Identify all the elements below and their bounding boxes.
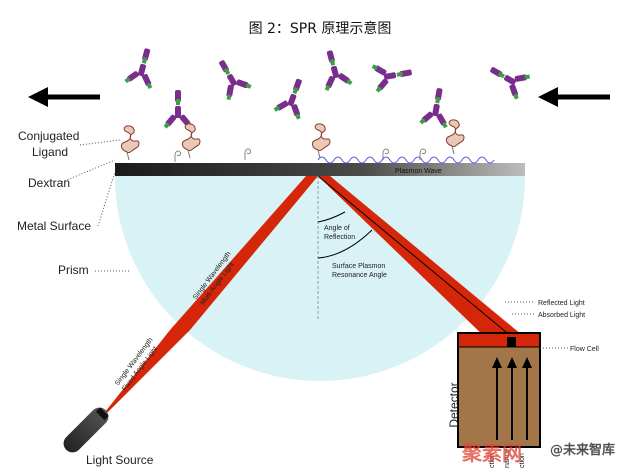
analyte-antibody-icon bbox=[314, 46, 355, 93]
absorbed-light-label: Absorbed Light bbox=[538, 312, 585, 319]
detector-label: Detector bbox=[447, 382, 461, 427]
ligand-icon bbox=[181, 123, 201, 159]
spr-angle-label-2: Resonance Angle bbox=[332, 272, 387, 279]
right-leader-lines bbox=[505, 301, 568, 349]
incident-beam-fine bbox=[105, 330, 190, 412]
dextran-chain-icon bbox=[174, 150, 182, 163]
detector bbox=[457, 332, 541, 448]
reflected-light-label: Reflected Light bbox=[538, 300, 585, 307]
ligand-icon bbox=[120, 125, 140, 161]
angle-of-reflection-label-1: Angle of bbox=[324, 225, 350, 232]
detector-col-2: nance bbox=[504, 449, 511, 468]
dextran-chain-icon bbox=[244, 148, 252, 161]
analyte-antibody-icon bbox=[122, 44, 163, 91]
absorbed-light-line bbox=[317, 175, 513, 338]
dextran-label: Dextran bbox=[28, 176, 70, 190]
surface-ligands bbox=[120, 119, 465, 163]
metal-surface bbox=[115, 163, 525, 176]
plasmon-wave bbox=[317, 156, 495, 164]
angle-of-reflection-arc bbox=[317, 211, 346, 223]
ligand-icon bbox=[445, 119, 465, 155]
flow-arrow-left-icon bbox=[28, 87, 100, 107]
spr-angle-arc bbox=[317, 229, 373, 259]
spr-angle-label-1: Surface Plasmon bbox=[332, 263, 385, 270]
angle-of-reflection-label-2: Reflection bbox=[324, 234, 355, 241]
reflected-beam bbox=[318, 176, 528, 340]
figure-title: 图 2：SPR 原理示意图 bbox=[249, 20, 392, 37]
watermark-handle: @未来智库 bbox=[550, 442, 615, 458]
prism bbox=[115, 176, 525, 381]
flow-arrow-right-icon bbox=[538, 87, 610, 107]
plasmon-wave-label: Plasmon Wave bbox=[395, 168, 442, 175]
analyte-molecules bbox=[122, 44, 533, 130]
detector-col-3: ction bbox=[519, 453, 526, 468]
detector-col-1: ction bbox=[489, 453, 496, 468]
left-leader-lines bbox=[61, 139, 130, 272]
analyte-antibody-icon bbox=[207, 53, 254, 103]
analyte-antibody-icon bbox=[271, 74, 314, 122]
light-source-label: Light Source bbox=[86, 453, 154, 467]
conjugated-ligand-label-1: Conjugated bbox=[18, 129, 79, 143]
analyte-antibody-icon bbox=[370, 57, 415, 94]
watermark-brand: 聚素网 bbox=[461, 441, 522, 465]
conjugated-ligand-label-2: Ligand bbox=[32, 145, 68, 159]
analyte-antibody-icon bbox=[483, 55, 533, 102]
ligand-icon bbox=[311, 123, 331, 159]
flow-cell-label: Flow Cell bbox=[570, 346, 599, 353]
light-source-laser-icon bbox=[63, 407, 109, 453]
prism-label: Prism bbox=[58, 263, 89, 277]
incident-beam-multi-angle bbox=[170, 176, 318, 330]
metal-surface-label: Metal Surface bbox=[17, 219, 91, 233]
